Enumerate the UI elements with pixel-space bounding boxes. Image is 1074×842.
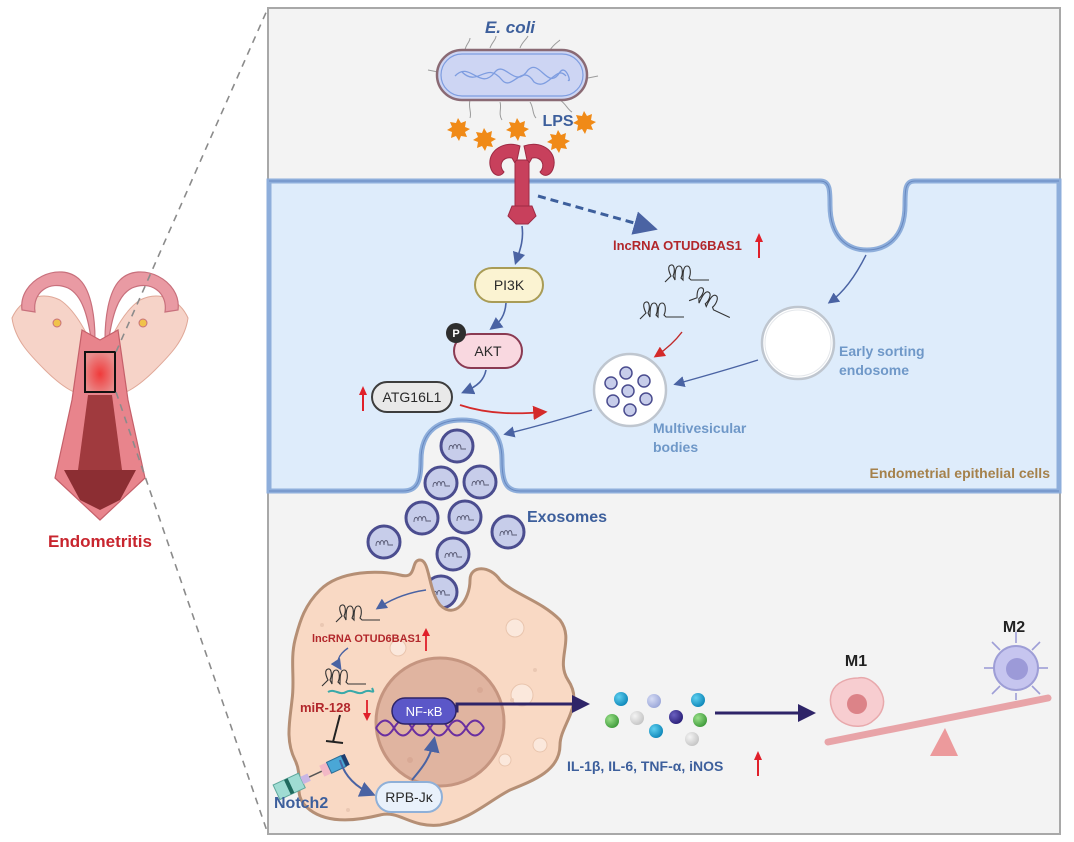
lncrna-to-mvb-arrow (653, 331, 683, 358)
zoom-guide-bottom (115, 391, 269, 835)
svg-text:PI3K: PI3K (494, 277, 525, 293)
pi3k-to-akt-arrow (489, 302, 507, 330)
pi3k-node: PI3K (474, 267, 544, 303)
uterus-illustration (11, 271, 189, 521)
lncrna-to-mirna-arrow (330, 647, 349, 671)
mirna-downregulated-icon (363, 700, 371, 721)
polarization-seesaw (824, 694, 1052, 756)
macrophage-lncrna-label: lncRNA OTUD6BAS1 (312, 633, 421, 645)
epithelial-lncrna-upregulated-icon (755, 233, 763, 258)
zoom-guide-top (115, 7, 269, 353)
m1-label: M1 (845, 653, 867, 670)
notch2-label: Notch2 (274, 795, 328, 812)
exosome-uptake-arrow (375, 589, 427, 610)
akt-to-atg16l1-arrow (461, 369, 487, 395)
early-endosome-label-line1: Early sorting (839, 343, 925, 359)
nfkb-to-cytokines-arrow (455, 695, 590, 713)
ecoli-bacterium-icon (427, 35, 599, 121)
phosphorylation-badge-icon (446, 323, 466, 343)
rbpj-node: RPB-Jκ (375, 781, 443, 813)
tlr4-receptor-icon (489, 143, 555, 225)
invagination-to-endosome-arrow (827, 254, 867, 304)
early-endosome-label-line2: endosome (839, 362, 909, 378)
multivesicular-body-icon (592, 352, 668, 428)
akt-node: AKT P (446, 323, 523, 369)
m2-macrophage-icon (984, 632, 1048, 700)
macrophage-lncrna-upregulated-icon (422, 628, 430, 651)
cytokines-upregulated-icon (754, 751, 762, 776)
exosomes-label: Exosomes (527, 509, 607, 526)
mvb-to-membrane-arrow (503, 409, 593, 438)
cytokine-particles-icon (605, 692, 707, 746)
nfkb-node: NF-κB (391, 697, 457, 725)
epithelial-lncrna-label: lncRNA OTUD6BAS1 (613, 238, 742, 253)
m2-label: M2 (1003, 619, 1025, 636)
early-sorting-endosome-icon (760, 305, 836, 381)
atg16l1-upregulated-arrow-icon (359, 386, 367, 411)
svg-text:P: P (452, 328, 459, 340)
lps-label: LPS (542, 113, 573, 130)
dna-helix-icon (375, 719, 485, 737)
lncrna-mirna-sponge-icon (321, 668, 375, 695)
mirna-label: miR-128 (300, 700, 351, 715)
epithelial-cells-label: Endometrial epithelial cells (869, 465, 1050, 481)
endometritis-label: Endometritis (48, 532, 152, 551)
endosome-to-mvb-arrow (673, 359, 759, 388)
rbpj-to-nfkb-arrow (411, 736, 440, 781)
svg-text:ATG16L1: ATG16L1 (383, 389, 442, 405)
notch2-to-rbpj-arrow (339, 759, 376, 797)
atg16l1-to-mvb-arrow (459, 404, 548, 421)
svg-text:RPB-Jκ: RPB-Jκ (385, 789, 433, 805)
svg-text:AKT: AKT (474, 343, 502, 359)
mirna-inhibits-notch2-icon (325, 714, 344, 744)
tlr4-to-pi3k-arrow (512, 225, 526, 266)
lps-molecule-icons (447, 111, 596, 153)
tlr4-to-lncrna-dashed-arrow (537, 194, 658, 235)
mvb-label-line1: Multivesicular (653, 420, 747, 436)
cytokines-label: IL-1β, IL-6, TNF-α, iNOS (567, 758, 723, 774)
m1-macrophage-icon (829, 676, 885, 727)
atg16l1-node: ATG16L1 (371, 381, 453, 413)
svg-text:NF-κB: NF-κB (406, 704, 443, 719)
ecoli-label: E. coli (485, 18, 536, 37)
mvb-label-line2: bodies (653, 439, 698, 455)
notch2-receptor-icon (272, 753, 350, 801)
